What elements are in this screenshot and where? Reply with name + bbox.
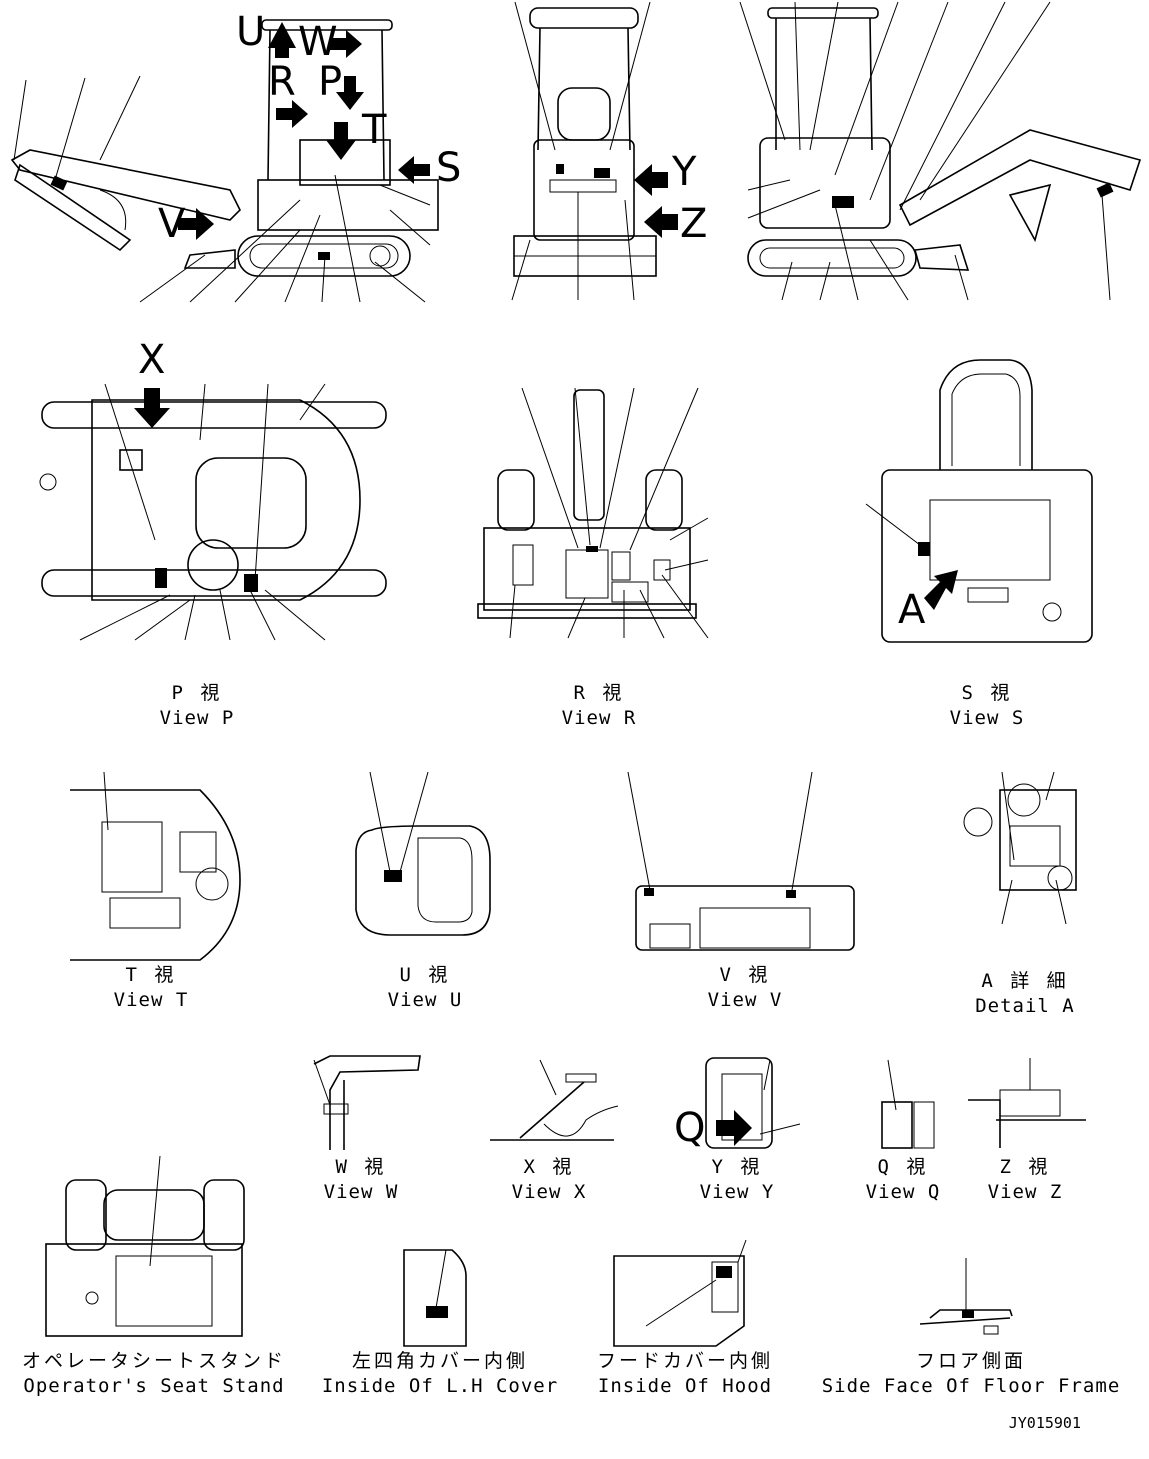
view-z-drawing [968, 1058, 1086, 1148]
document-number: JY015901 [1008, 1414, 1081, 1432]
arrow-label-y: Y [672, 149, 697, 195]
arrow-label-w: W [298, 19, 338, 65]
caption-seat-stand-en: Operator's Seat Stand [23, 1375, 285, 1397]
lh-cover-drawing [403, 1249, 467, 1347]
arrow-label-x: X [138, 337, 166, 383]
view-s-drawing [865, 359, 1093, 643]
arrow-label-t: T [362, 107, 387, 153]
caption-view-q: Q 視 View Q [848, 1158, 958, 1202]
caption-view-r: R 視 View R [544, 684, 654, 728]
caption-view-u-en: View U [387, 989, 463, 1011]
caption-floor-frame-jp: フロア側面 [915, 1350, 1026, 1372]
caption-floor-frame: フロア側面 Side Face Of Floor Frame [812, 1352, 1130, 1396]
caption-view-z-jp: Z 視 [999, 1156, 1051, 1178]
caption-view-p-en: View P [159, 707, 235, 729]
excavator-right-side-view [739, 1, 1142, 301]
caption-view-r-jp: R 視 [573, 682, 625, 704]
caption-view-w-jp: W 視 [335, 1156, 387, 1178]
caption-view-u-jp: U 視 [399, 964, 451, 986]
caption-seat-stand-jp: オペレータシートスタンド [21, 1350, 286, 1372]
caption-view-q-jp: Q 視 [877, 1156, 929, 1178]
caption-view-y: Y 視 View Y [682, 1158, 792, 1202]
caption-view-t: T 視 View T [96, 966, 206, 1010]
caption-lh-cover-en: Inside Of L.H Cover [321, 1375, 559, 1397]
caption-view-p: P 視 View P [142, 684, 252, 728]
arrow-label-z: Z [680, 201, 708, 247]
caption-view-q-en: View Q [865, 1181, 941, 1203]
caption-hood-jp: フードカバー内側 [596, 1350, 773, 1372]
hood-drawing [613, 1239, 747, 1347]
view-w-drawing [313, 1055, 421, 1150]
view-t-drawing [70, 771, 241, 961]
caption-view-x: X 視 View X [494, 1158, 604, 1202]
caption-view-s-jp: S 視 [961, 682, 1013, 704]
caption-view-y-en: View Y [699, 1181, 775, 1203]
caption-view-v-jp: V 視 [719, 964, 771, 986]
caption-hood: フードカバー内側 Inside Of Hood [590, 1352, 780, 1396]
caption-view-y-jp: Y 視 [711, 1156, 763, 1178]
caption-view-s: S 視 View S [932, 684, 1042, 728]
caption-lh-cover-jp: 左四角カバー内側 [351, 1350, 528, 1372]
caption-view-w: W 視 View W [306, 1158, 416, 1202]
detail-a-drawing [963, 771, 1077, 925]
view-u-drawing [355, 771, 491, 936]
arrow-label-p: P [318, 59, 343, 105]
caption-detail-a-en: Detail A [975, 995, 1075, 1017]
arrow-label-v: V [158, 201, 186, 247]
view-v-drawing [627, 771, 855, 951]
arrow-label-u: U [236, 9, 266, 55]
floor-frame-drawing [919, 1258, 1013, 1335]
caption-view-p-jp: P 視 [171, 682, 223, 704]
arrow-label-s: S [436, 145, 462, 191]
caption-view-t-jp: T 視 [125, 964, 177, 986]
caption-lh-cover: 左四角カバー内側 Inside Of L.H Cover [318, 1352, 562, 1396]
caption-view-v: V 視 View V [690, 966, 800, 1010]
caption-view-x-en: View X [511, 1181, 587, 1203]
view-x-drawing [490, 1059, 619, 1141]
seat-stand-drawing [45, 1155, 245, 1337]
excavator-left-side-view [10, 19, 439, 303]
view-y-drawing [705, 1057, 801, 1149]
view-q-drawing [881, 1059, 935, 1149]
caption-view-z-en: View Z [987, 1181, 1063, 1203]
caption-seat-stand: オペレータシートスタンド Operator's Seat Stand [14, 1352, 294, 1396]
caption-detail-a: A 詳 細 Detail A [960, 972, 1090, 1016]
caption-view-v-en: View V [707, 989, 783, 1011]
caption-view-s-en: View S [949, 707, 1025, 729]
caption-view-z: Z 視 View Z [970, 1158, 1080, 1202]
caption-view-r-en: View R [561, 707, 637, 729]
view-r-drawing [477, 387, 709, 639]
view-p-drawing [39, 383, 387, 641]
caption-view-u: U 視 View U [370, 966, 480, 1010]
excavator-rear-view [511, 1, 678, 301]
arrow-label-a: A [898, 587, 926, 633]
caption-view-t-en: View T [113, 989, 189, 1011]
arrow-label-q: Q [674, 1105, 706, 1151]
arrow-label-r: R [268, 59, 296, 105]
caption-view-x-jp: X 視 [523, 1156, 575, 1178]
caption-detail-a-jp: A 詳 細 [981, 970, 1069, 992]
caption-floor-frame-en: Side Face Of Floor Frame [821, 1375, 1121, 1397]
caption-hood-en: Inside Of Hood [597, 1375, 773, 1397]
caption-view-w-en: View W [323, 1181, 399, 1203]
